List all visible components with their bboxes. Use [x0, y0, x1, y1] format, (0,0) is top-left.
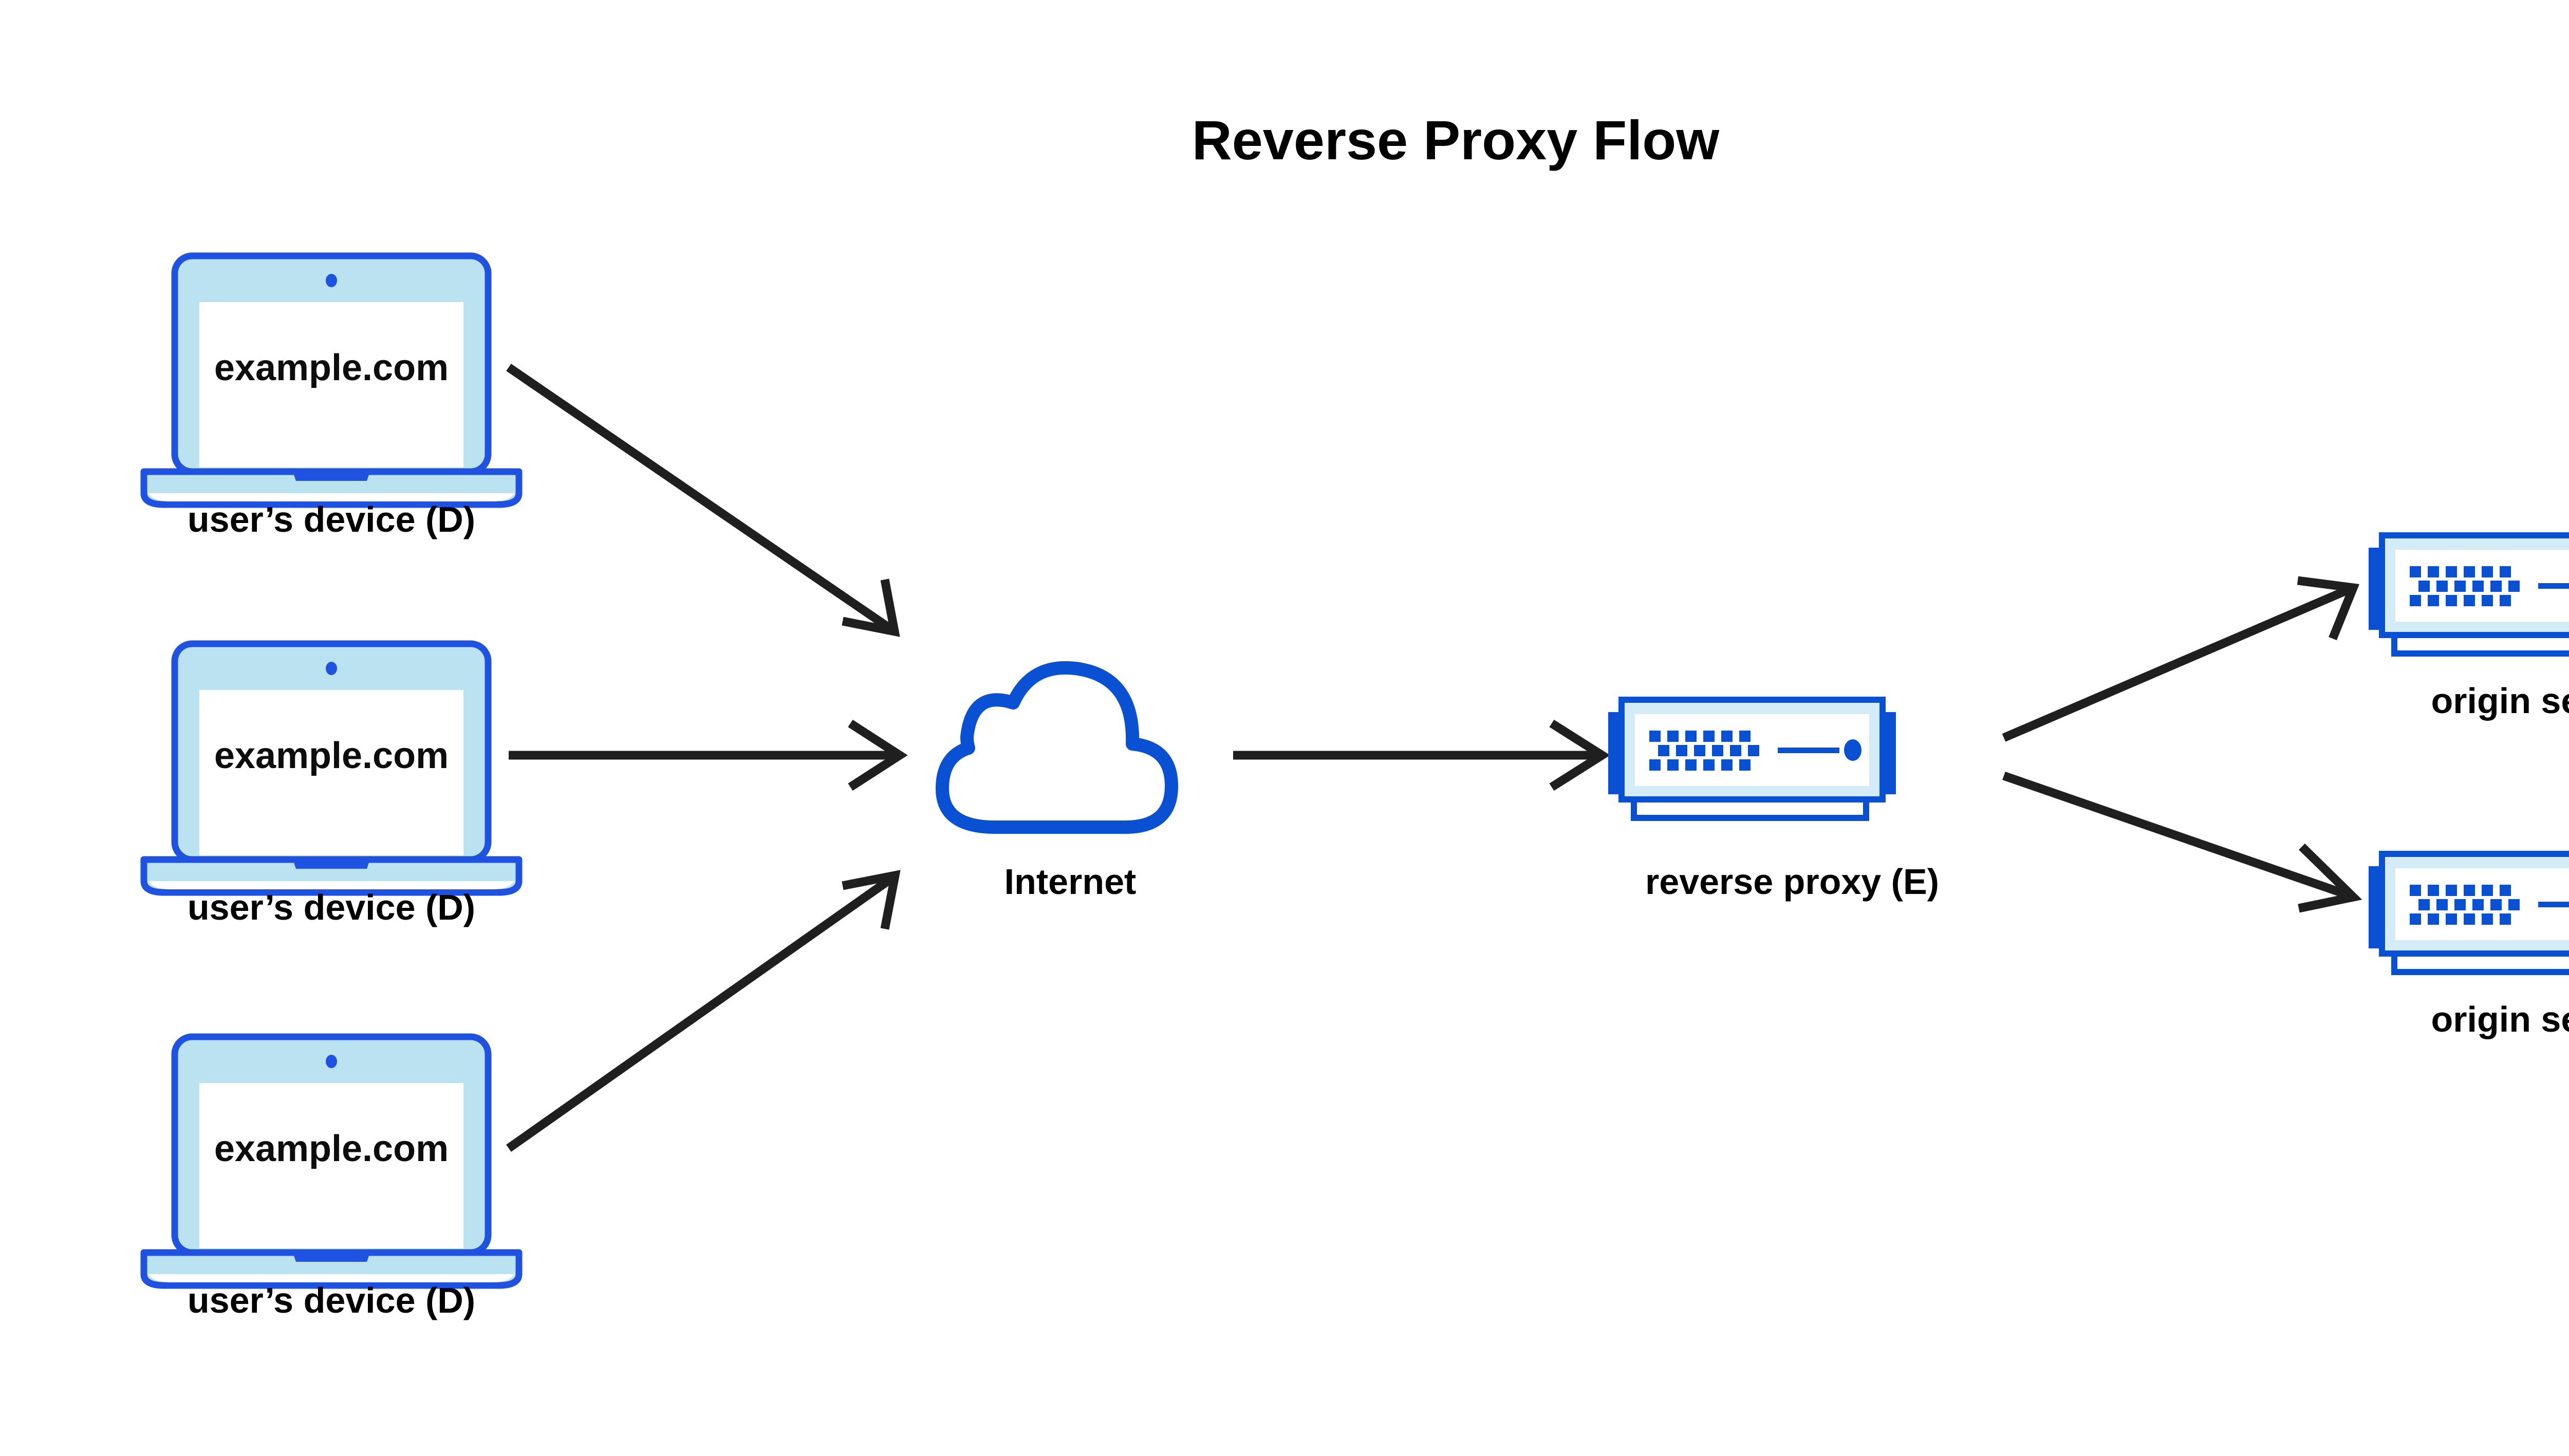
device-screen-text: example.com: [214, 735, 449, 776]
node-label-origin-server-bottom: origin server (F): [2431, 999, 2569, 1039]
node-origin-server-bottom[interactable]: origin server (F): [2369, 854, 2569, 1039]
edges-layer: [506, 363, 2362, 1152]
device-screen-text: example.com: [214, 1128, 449, 1169]
node-user-device-middle[interactable]: example.com user’s device (D): [144, 644, 519, 927]
edge-reverse-proxy-to-origin-top: [2002, 576, 2360, 742]
node-label-internet: Internet: [1004, 862, 1137, 902]
edge-device-middle-to-internet: [509, 719, 908, 791]
edge-device-top-to-internet: [506, 363, 900, 637]
server-icon: [2369, 854, 2569, 972]
edge-reverse-proxy-to-origin-bottom: [2002, 771, 2362, 913]
node-label-user-device-middle: user’s device (D): [188, 887, 475, 927]
node-label-user-device-top: user’s device (D): [188, 499, 475, 539]
node-reverse-proxy[interactable]: reverse proxy (E): [1608, 700, 1939, 902]
cloud-icon: [942, 668, 1171, 827]
node-user-device-bottom[interactable]: example.com user’s device (D): [144, 1037, 519, 1320]
node-origin-server-top[interactable]: origin server (F): [2369, 535, 2569, 721]
edge-device-bottom-to-internet: [506, 870, 901, 1152]
node-user-device-top[interactable]: example.com user’s device (D): [144, 256, 519, 539]
node-label-user-device-bottom: user’s device (D): [188, 1280, 475, 1320]
node-internet-cloud[interactable]: Internet: [942, 668, 1171, 902]
edge-internet-to-reverse-proxy: [1233, 719, 1610, 791]
node-label-reverse-proxy: reverse proxy (E): [1645, 862, 1939, 902]
device-screen-text: example.com: [214, 347, 449, 388]
server-icon: [2369, 535, 2569, 654]
page-title: Reverse Proxy Flow: [1192, 109, 1720, 171]
server-icon: [1608, 700, 1896, 818]
node-label-origin-server-top: origin server (F): [2431, 681, 2569, 721]
